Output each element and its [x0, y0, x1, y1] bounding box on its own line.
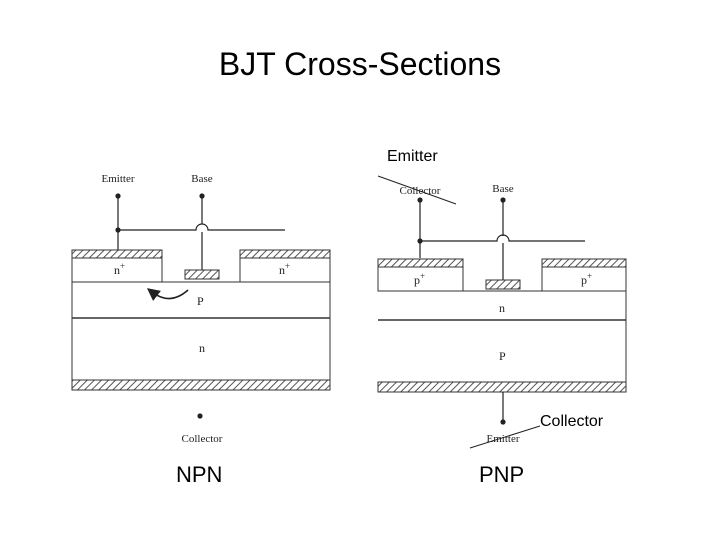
- npn-collector-node: [197, 413, 203, 419]
- npn-carrier-arrow: [146, 288, 189, 301]
- pnp-top-wire: [420, 234, 585, 242]
- page-title: BJT Cross-Sections: [218, 46, 502, 82]
- pnp-lower-region-label: P: [499, 349, 506, 363]
- npn-base-contact: [184, 269, 220, 280]
- pnp-structure: Collector Base p+ p+ n P Emitter: [377, 175, 627, 449]
- pnp-bottom-terminal-label: Emitter: [487, 433, 520, 445]
- collector-annotation: Collector: [540, 413, 604, 430]
- pnp-right-region-label: p+: [581, 271, 592, 287]
- pnp-top-strike-line: [377, 175, 457, 205]
- pnp-left-region: [377, 266, 464, 292]
- pnp-caption: PNP: [479, 462, 525, 487]
- npn-caption: NPN: [176, 462, 223, 487]
- npn-structure: Emitter Base n+ n+ P n: [71, 173, 331, 445]
- npn-collector-region-label: n: [199, 341, 205, 355]
- npn-emitter-node: [115, 193, 121, 199]
- npn-emitter-contact: [71, 249, 163, 259]
- pnp-right-region: [541, 266, 627, 292]
- npn-bottom-contact: [71, 379, 331, 391]
- pnp-left-region-label: p+: [414, 271, 425, 287]
- pnp-bottom-strike-line: [469, 425, 541, 449]
- pnp-base-contact: [485, 279, 521, 290]
- npn-collector-contact-region-label: n+: [279, 261, 290, 277]
- npn-emitter-wire: [118, 223, 285, 231]
- pnp-left-contact: [377, 258, 464, 268]
- npn-base-label: Base: [191, 173, 213, 185]
- npn-collector-label: Collector: [182, 433, 223, 445]
- pnp-bottom-contact: [377, 381, 627, 393]
- npn-emitter-label: Emitter: [102, 173, 135, 185]
- pnp-right-contact: [541, 258, 627, 268]
- pnp-middle-region-label: n: [499, 301, 505, 315]
- npn-collector-contact: [239, 249, 331, 259]
- pnp-base-label: Base: [492, 183, 514, 195]
- npn-collector-contact-region: [239, 257, 331, 283]
- npn-emitter-region-label: n+: [114, 261, 125, 277]
- emitter-annotation: Emitter: [387, 148, 438, 165]
- npn-base-region-label: P: [197, 294, 204, 308]
- pnp-bottom-node: [500, 419, 506, 425]
